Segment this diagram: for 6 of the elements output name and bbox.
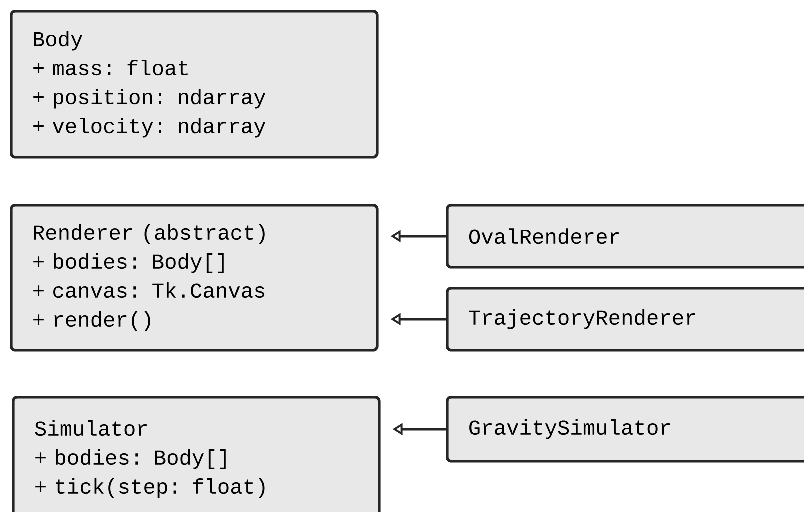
class-box: OvalRenderer xyxy=(446,204,804,269)
class-box: Body + mass: float + position: ndarray + velocity: ndarray xyxy=(10,10,379,159)
class-box: Simulator + bodies: Body[] + tick(step: float) xyxy=(12,396,381,512)
class-box: TrajectoryRenderer xyxy=(446,287,804,352)
class-box: Renderer (abstract) + bodies: Body[] + canvas: Tk.Canvas + render() xyxy=(10,204,379,352)
class-box: GravitySimulator xyxy=(446,396,804,463)
